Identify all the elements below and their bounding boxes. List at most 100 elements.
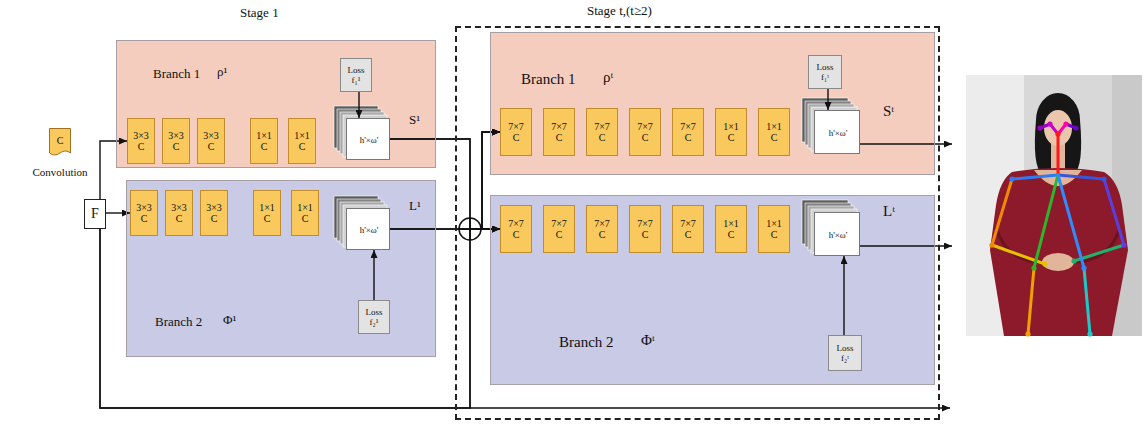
branch-panel: Branch 1ρᵗ7×7C7×7C7×7C7×7C7×7C1×1C1×1CLo… <box>490 32 935 175</box>
skeleton-joint <box>1055 131 1060 136</box>
panel-fill <box>116 40 436 168</box>
skeleton-joint <box>1063 121 1068 126</box>
feature-map-stack: h'×ω'Lᵗ <box>814 212 860 256</box>
conv-block: 7×7C <box>543 205 575 253</box>
stage-frame: Stage t,(t≥2)Branch 1ρᵗ7×7C7×7C7×7C7×7C7… <box>455 26 940 420</box>
conv-block: 7×7C <box>586 205 618 253</box>
conv-block: 1×1C <box>758 205 790 253</box>
conv-label: C <box>302 213 309 225</box>
conv-block: 1×1C <box>250 118 278 164</box>
stage-title: Stage t,(t≥2) <box>587 4 652 19</box>
skeleton-joint <box>1047 121 1052 126</box>
conv-block: 1×1C <box>715 108 747 156</box>
conv-block: 1×1C <box>291 190 319 236</box>
conv-block: 7×7C <box>586 108 618 156</box>
skeleton-limb <box>1057 134 1060 175</box>
conv-label: 1×1 <box>256 130 272 142</box>
conv-label: 7×7 <box>594 121 610 133</box>
loss-label: f₁¹ <box>352 75 361 85</box>
convolution-legend: CConvolution <box>49 128 71 158</box>
conv-label: C <box>173 141 180 153</box>
conv-block: 1×1C <box>253 190 281 236</box>
branch-title: ρᵗ <box>603 69 613 86</box>
conv-label: 1×1 <box>723 121 739 133</box>
conv-label: C <box>261 141 268 153</box>
skeleton-joint <box>1031 265 1036 270</box>
map-label: h'×ω' <box>360 135 379 145</box>
loss-label: f₂ᵗ <box>841 353 849 363</box>
loss-label: f₂¹ <box>370 317 379 327</box>
loss-label: Loss <box>347 65 364 75</box>
conv-block: 3×3C <box>127 118 155 164</box>
conv-label: 7×7 <box>551 121 567 133</box>
conv-label: 1×1 <box>297 202 313 214</box>
skeleton-limb <box>1058 175 1104 179</box>
conv-label: C <box>728 229 735 241</box>
conv-label: 7×7 <box>508 218 524 230</box>
map-label: S¹ <box>409 113 420 128</box>
conv-block: 7×7C <box>543 108 575 156</box>
map-label: h'×ω' <box>829 230 848 240</box>
feature-map-stack: h'×ω'Sᵗ <box>814 110 860 154</box>
loss-label: Loss <box>836 343 853 353</box>
conv-block: 1×1C <box>758 108 790 156</box>
conv-block: 7×7C <box>629 108 661 156</box>
branch-panel: Branch 2Φ¹3×3C3×3C3×3C1×1C1×1Ch'×ω'L¹Los… <box>126 180 436 357</box>
skeleton-joint <box>1071 258 1076 263</box>
conv-label: 3×3 <box>171 202 187 214</box>
skeleton-limb <box>1058 175 1084 268</box>
conv-label: 7×7 <box>594 218 610 230</box>
conv-block: 7×7C <box>629 205 661 253</box>
stage-title: Stage 1 <box>240 6 279 21</box>
skeleton-joint <box>1121 242 1126 247</box>
feature-pass-arrow <box>470 407 950 408</box>
conv-label: C <box>211 213 218 225</box>
loss-box: Lossf₂¹ <box>358 300 390 334</box>
conv-label: C <box>556 132 563 144</box>
panel-fill <box>490 32 935 175</box>
loss-box: Lossf₁ᵗ <box>808 55 842 89</box>
panel-fill <box>126 180 436 357</box>
skeleton-limb <box>1012 175 1058 179</box>
conv-label: C <box>642 229 649 241</box>
loss-label: Loss <box>365 307 382 317</box>
skeleton-limb <box>1034 175 1058 268</box>
skeleton-limb <box>1084 268 1090 334</box>
conv-label: 3×3 <box>203 130 219 142</box>
conv-label: 7×7 <box>680 218 696 230</box>
skeleton-joint <box>1009 176 1014 181</box>
conv-label: 1×1 <box>723 218 739 230</box>
conv-label: C <box>771 132 778 144</box>
loss-label: f₁ᵗ <box>821 72 829 82</box>
conv-label: C <box>599 132 606 144</box>
dress <box>990 168 1128 336</box>
conv-label: C <box>176 213 183 225</box>
branch-panel: Branch 1ρ¹3×3C3×3C3×3C1×1C1×1CLossf₁¹h'×… <box>116 40 436 168</box>
conv-label: 1×1 <box>294 130 310 142</box>
skeleton-joint <box>1081 265 1086 270</box>
connector-arrow <box>358 92 359 118</box>
branch-title: Branch 1 <box>521 71 576 88</box>
connector-arrow <box>390 139 500 229</box>
branch-title: Φᵗ <box>641 332 655 349</box>
conv-label: C <box>599 229 606 241</box>
conv-label: 1×1 <box>766 218 782 230</box>
conv-block: 7×7C <box>500 205 532 253</box>
branch-title: Branch 1 <box>153 67 200 82</box>
loss-box: Lossf₂ᵗ <box>828 335 862 371</box>
legend-text: C <box>57 135 64 147</box>
conv-label: C <box>141 213 148 225</box>
skeleton-joint <box>1073 125 1078 130</box>
conv-block: 3×3C <box>197 118 225 164</box>
conv-block: 3×3C <box>165 190 193 236</box>
map-label: h'×ω' <box>360 225 379 235</box>
pose-photo <box>966 75 1142 337</box>
skeleton-joint <box>1042 261 1047 266</box>
conv-block: 1×1C <box>715 205 747 253</box>
skeleton-joint <box>1087 331 1092 336</box>
map-label: Lᵗ <box>883 203 895 220</box>
skeleton-limb <box>1028 268 1034 334</box>
map-label: h'×ω' <box>829 128 848 138</box>
legend-text: Convolution <box>33 166 88 179</box>
branch-title: Branch 2 <box>559 334 614 351</box>
